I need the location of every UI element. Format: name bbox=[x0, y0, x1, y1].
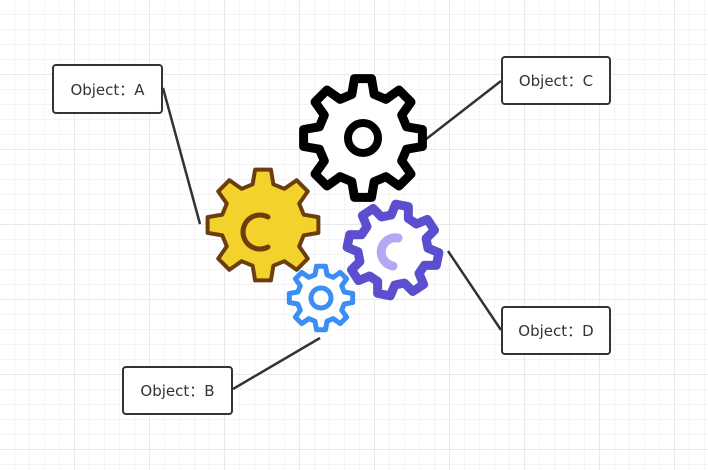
connector-d bbox=[446, 250, 503, 331]
gear-c-icon bbox=[299, 74, 427, 202]
connector-a bbox=[161, 87, 202, 225]
object-b-label[interactable]: Object：B bbox=[122, 366, 233, 415]
object-c-label[interactable]: Object：C bbox=[501, 56, 611, 105]
object-a-label[interactable]: Object：A bbox=[52, 64, 163, 114]
gear-a-icon bbox=[205, 167, 321, 283]
gear-d-icon bbox=[342, 199, 444, 301]
gear-b-icon bbox=[286, 263, 356, 333]
connector-b bbox=[232, 336, 321, 391]
object-d-label[interactable]: Object：D bbox=[501, 306, 611, 355]
connector-c bbox=[424, 80, 502, 141]
